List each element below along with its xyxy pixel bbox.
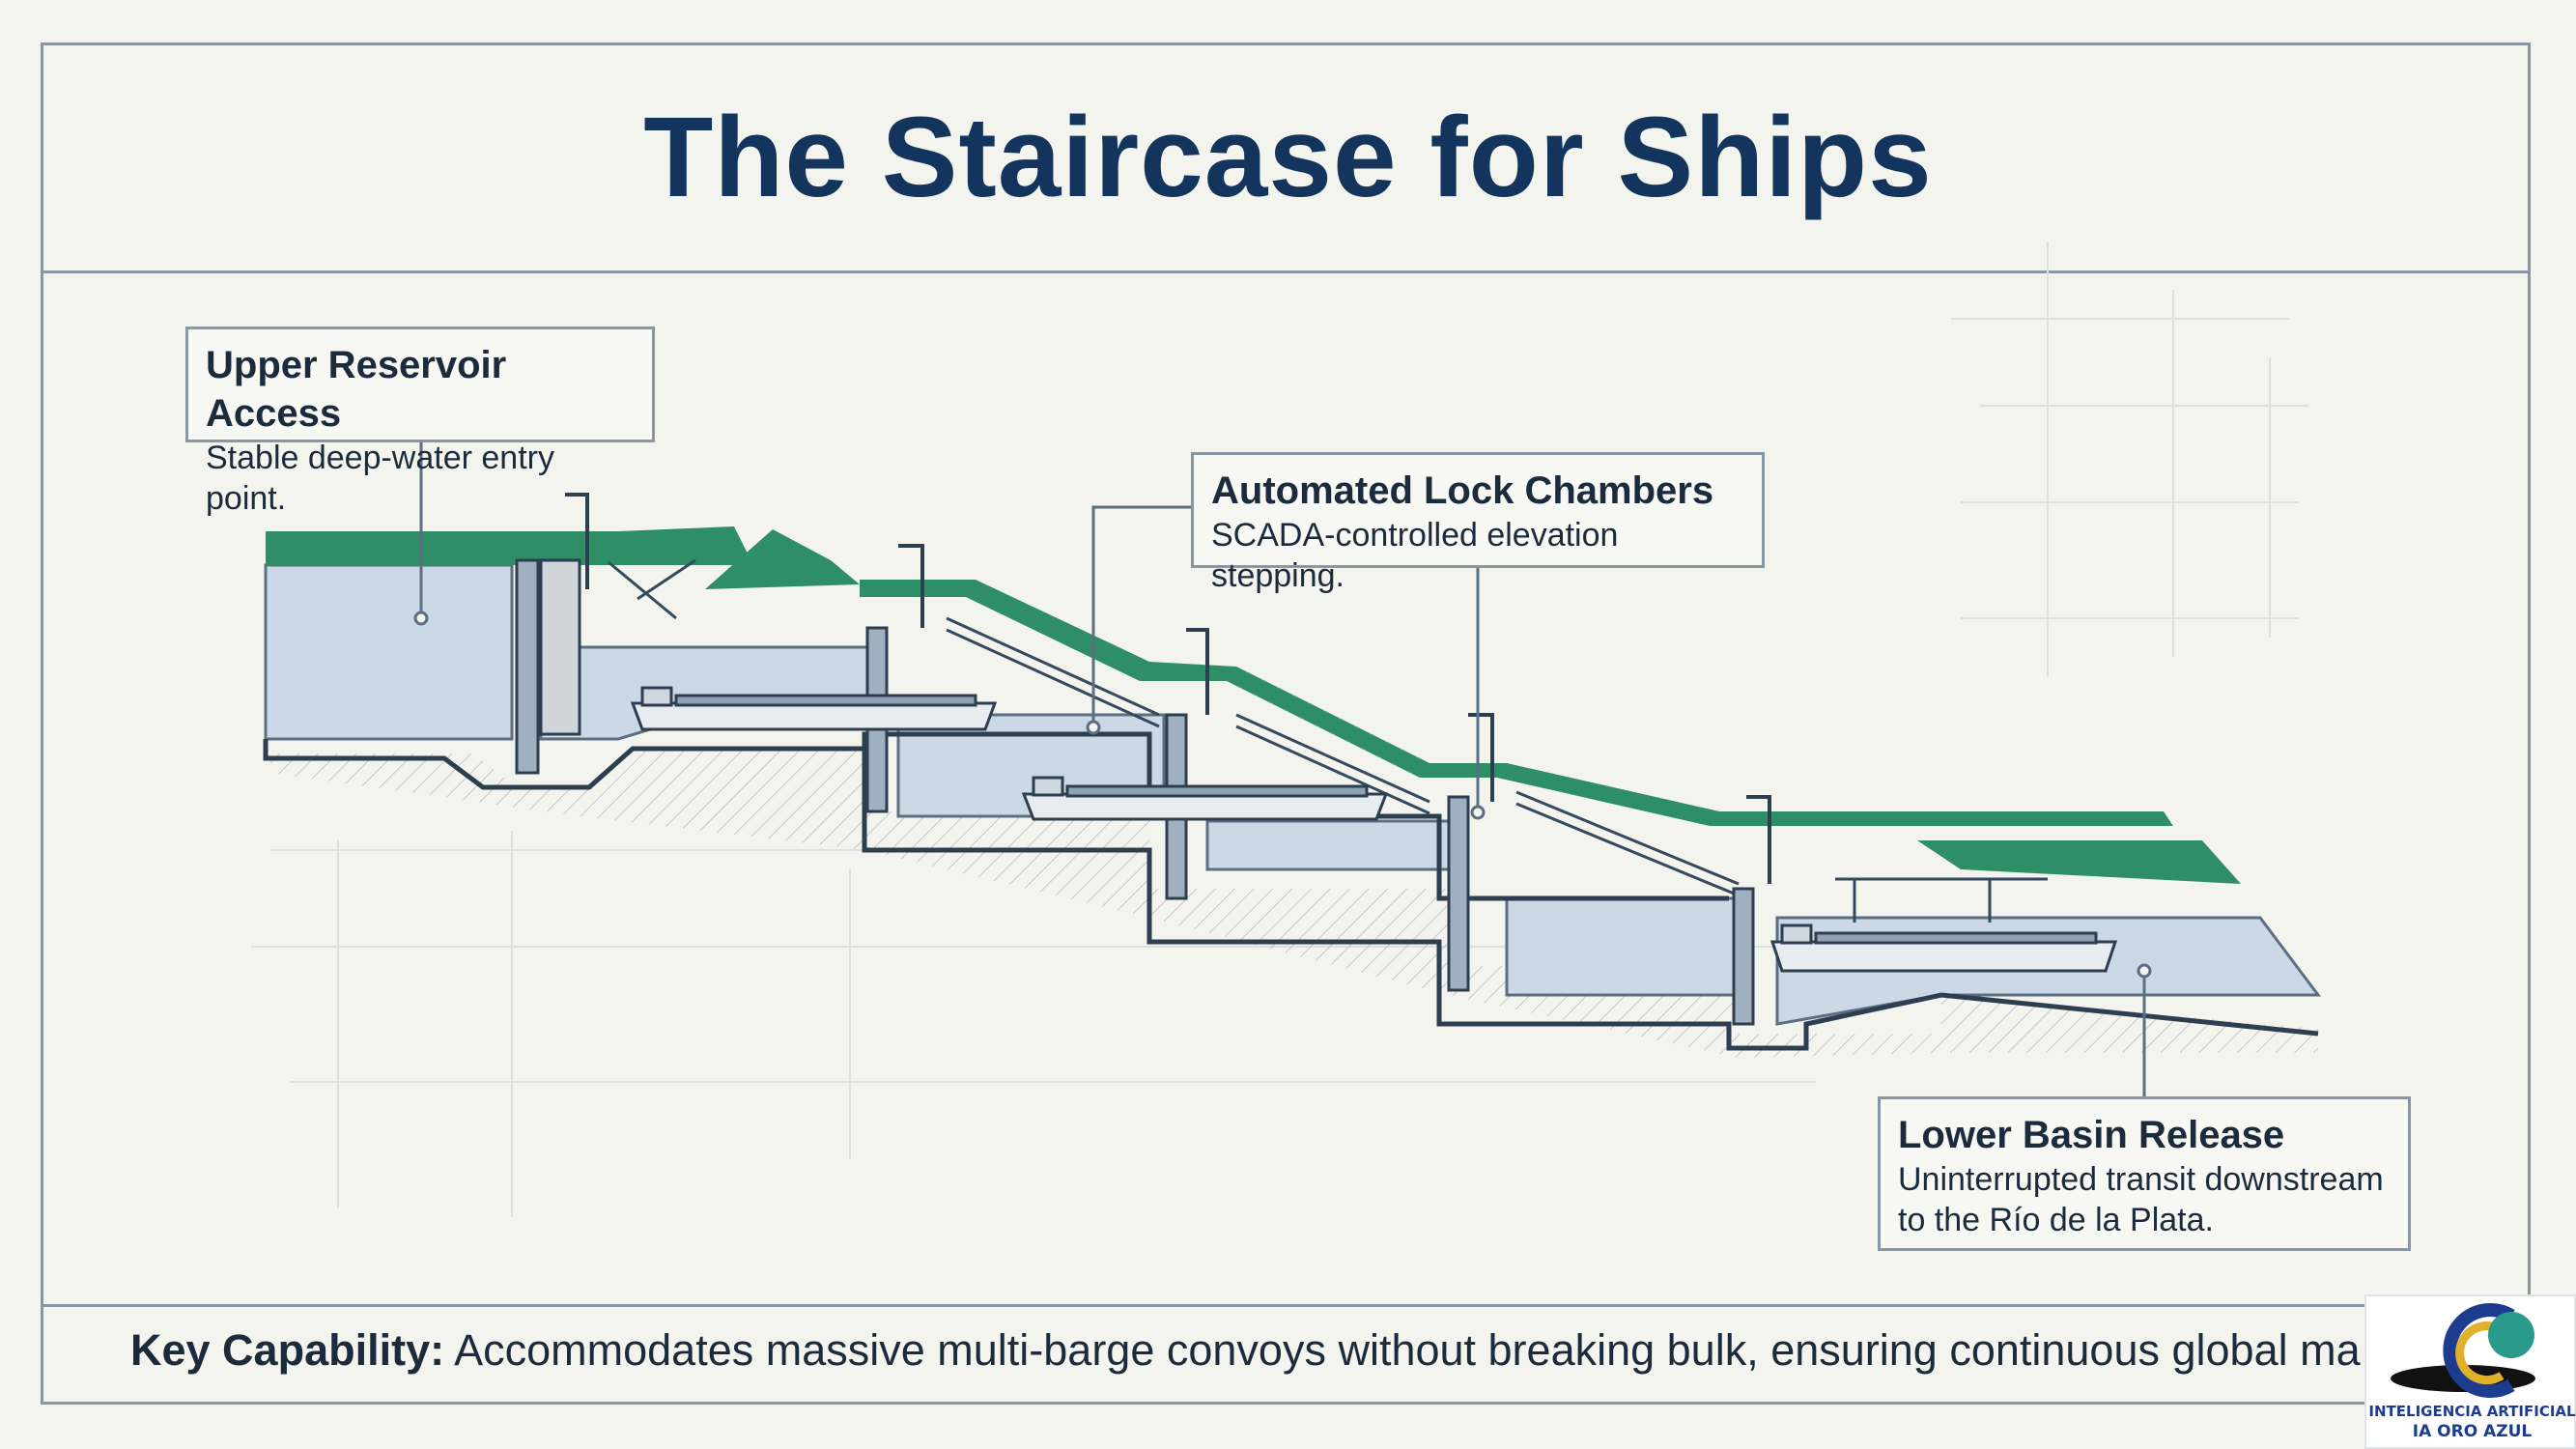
lamp-posts	[565, 493, 1771, 884]
background-grid	[251, 242, 2308, 1217]
poster-frame	[41, 43, 2531, 1405]
logo-line1: INTELIGENCIA ARTIFICIAL	[2368, 1403, 2576, 1420]
footer-label: Key Capability:	[130, 1325, 445, 1375]
callout-lower-basin: Lower Basin Release Uninterrupted transi…	[1878, 1096, 2411, 1251]
ground-hatching	[270, 749, 2318, 1058]
callout-upper-desc: Stable deep-water entry point.	[206, 440, 554, 517]
barges	[630, 686, 2118, 973]
callout-lower-title: Lower Basin Release	[1898, 1114, 2285, 1156]
chamber-3-water	[1205, 819, 1460, 871]
barge-2	[1021, 776, 1389, 821]
logo-emblem-icon	[2391, 1303, 2535, 1398]
green-embankment	[266, 526, 2241, 884]
callout-lower-desc-line2: to the Río de la Plata.	[1898, 1202, 2214, 1238]
barge-1	[630, 686, 998, 731]
gate-1-chamber-wall	[539, 558, 581, 736]
chamber-4-water	[1505, 896, 1750, 997]
logo-line2: IA ORO AZUL	[2412, 1422, 2533, 1441]
walkway-railing	[608, 558, 2048, 923]
footer-divider	[41, 1304, 2531, 1307]
callout-upper-reservoir: Upper Reservoir Access Stable deep-water…	[185, 327, 655, 517]
gate-4	[1447, 795, 1470, 992]
callout-upper-title: Upper Reservoir Access	[206, 344, 507, 435]
callout-chambers-desc: SCADA-controlled elevation stepping.	[1211, 517, 1619, 594]
gate-1	[515, 558, 540, 775]
barge-3	[1769, 923, 2118, 973]
callout-chambers-title: Automated Lock Chambers	[1211, 469, 1714, 512]
brand-logo: INTELIGENCIA ARTIFICIAL IA ORO AZUL	[2364, 1294, 2576, 1449]
footer-text: Accommodates massive multi-barge convoys…	[444, 1325, 2362, 1375]
callout-anchor-dots	[413, 611, 2152, 979]
key-capability-footer: Key Capability: Accommodates massive mul…	[130, 1325, 2362, 1376]
callout-leaders	[419, 440, 2146, 1096]
upper-reservoir-water	[264, 563, 514, 741]
page-title: The Staircase for Ships	[643, 94, 1933, 221]
callout-lock-chambers: Automated Lock Chambers SCADA-controlled…	[1191, 452, 1765, 594]
gate-5	[1732, 887, 1755, 1026]
callout-lower-desc-line1: Uninterrupted transit downstream	[1898, 1161, 2384, 1198]
title-divider	[41, 270, 2531, 273]
